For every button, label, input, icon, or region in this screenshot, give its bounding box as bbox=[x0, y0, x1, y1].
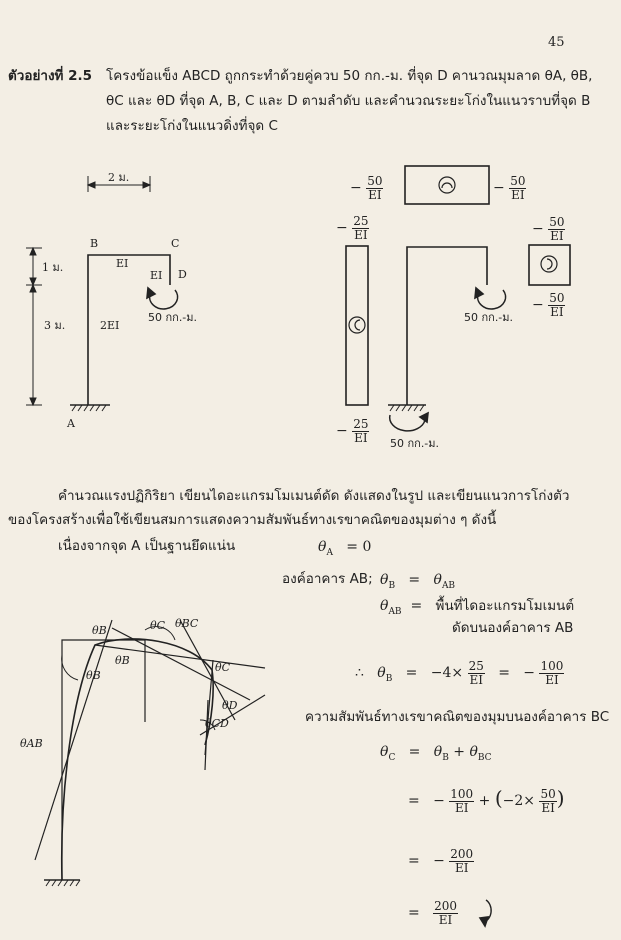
cd-ei-label: EI bbox=[150, 269, 163, 282]
deflect-label-thetaAB: θAB bbox=[20, 737, 43, 750]
theta-ab-eq: θAB = พื้นที่ไดอะแกรมโมเมนต์ bbox=[380, 598, 575, 617]
example-line-1: โครงข้อแข็ง ABCD ถูกกระทำด้วยคู่ควบ 50 ก… bbox=[106, 68, 593, 84]
area-text-2: ดัดบนองค์อาคาร AB bbox=[452, 620, 574, 636]
theta-c-eq: θC = θB + θBC bbox=[380, 744, 492, 763]
moment-label: 50 กก.-ม. bbox=[148, 311, 198, 324]
moment-a-label: 50 กก.-ม. bbox=[390, 437, 440, 450]
example-line-2: θC และ θD ที่จุด A, B, C และ D ตามลำดับ … bbox=[106, 93, 591, 109]
deflect-label-thetaB-mid: θB bbox=[115, 654, 130, 667]
height-1-label: 1 ม. bbox=[42, 261, 64, 274]
height-2-label: 3 ม. bbox=[44, 319, 66, 332]
page-number: 45 bbox=[548, 35, 565, 50]
deflect-label-thetaD: θD bbox=[222, 699, 238, 712]
deflect-label-thetaC: θC bbox=[150, 619, 166, 632]
column-ei-label: 2EI bbox=[100, 319, 120, 332]
beam-ei-label: EI bbox=[116, 257, 129, 270]
deflect-label-thetaBC: θBC bbox=[175, 617, 199, 630]
deflect-label-thetaB-top: θB bbox=[92, 624, 107, 637]
deflect-label-thetaB-low: θB bbox=[86, 669, 101, 682]
theta-a-eq: θA = 0 bbox=[318, 539, 372, 558]
span-label: 2 ม. bbox=[108, 171, 130, 184]
moment-d-label: 50 กก.-ม. bbox=[464, 311, 514, 324]
theta-b-eq: θB = θAB bbox=[380, 572, 456, 591]
joint-c-label: C bbox=[171, 237, 180, 250]
member-ab-label: องค์อาคาร AB; bbox=[282, 571, 373, 587]
frame-abcd bbox=[87, 254, 171, 405]
deflect-label-thetaC-right: θC bbox=[215, 661, 231, 674]
paragraph-1: คำนวณแรงปฏิกิริยา เขียนไดอะแกรมโมเมนต์ดั… bbox=[58, 488, 570, 504]
joint-b-label: B bbox=[90, 237, 99, 250]
deflect-label-thetaCD: θCD bbox=[205, 717, 229, 730]
joint-a-label: A bbox=[67, 417, 75, 430]
bc-text: ความสัมพันธ์ทางเรขาคณิตของมุมบนองค์อาคาร… bbox=[305, 709, 610, 725]
example-label: ตัวอย่างที่ 2.5 bbox=[8, 68, 93, 84]
paragraph-2: ของโครงสร้างเพื่อใช้เขียนสมการแสดงความสั… bbox=[8, 512, 497, 528]
example-line-3: และระยะโก่งในแนวดิ่งที่จุด C bbox=[106, 118, 278, 134]
paragraph-3: เนื่องจากจุด A เป็นฐานยึดแน่น bbox=[58, 538, 236, 554]
joint-d-label: D bbox=[178, 268, 187, 281]
